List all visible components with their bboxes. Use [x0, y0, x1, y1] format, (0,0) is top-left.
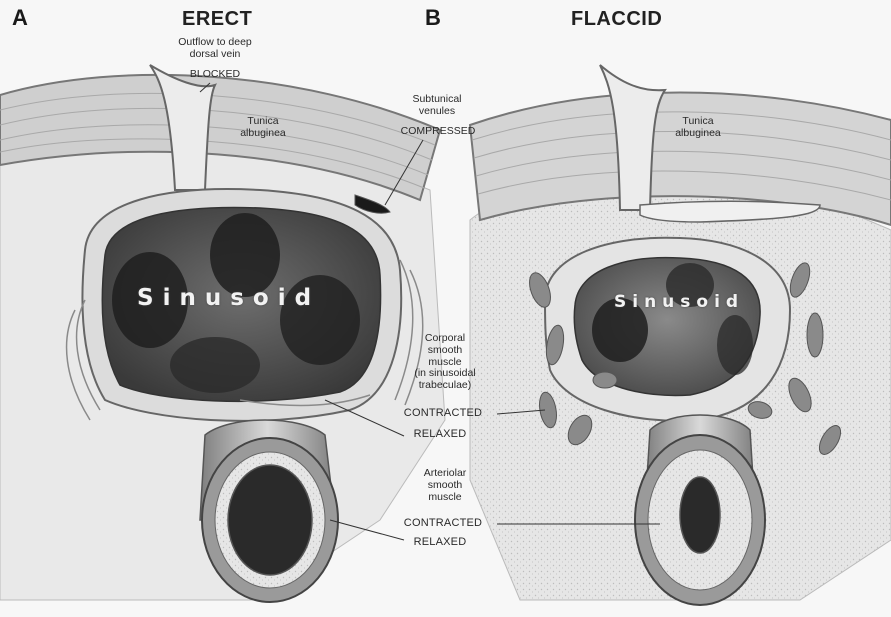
- sinusoid-label-a: Sinusoid: [137, 285, 320, 311]
- corporal-contracted-label: CONTRACTED: [388, 407, 498, 419]
- panel-a-title: ERECT: [182, 8, 252, 30]
- subtunical-label: Subtunical venules: [392, 94, 482, 118]
- tunica-label-b: Tunica albuginea: [663, 116, 733, 140]
- arteriole-lumen-a: [228, 465, 312, 575]
- arteriolar-relaxed-label: RELAXED: [400, 536, 480, 548]
- sinusoid-label-b: Sinusoid: [614, 292, 744, 312]
- arteriolar-muscle-label: Arteriolar smooth muscle: [405, 468, 485, 503]
- corporal-muscle-label: Corporal smooth muscle (in sinusoidal tr…: [395, 333, 495, 392]
- tunica-label-a: Tunica albuginea: [228, 116, 298, 140]
- panel-b-letter: B: [425, 6, 441, 31]
- outflow-state-label: BLOCKED: [175, 69, 255, 81]
- panel-a-letter: A: [12, 6, 28, 31]
- panel-b-title: FLACCID: [571, 8, 662, 30]
- corporal-relaxed-label: RELAXED: [400, 428, 480, 440]
- subtunical-state-label: COMPRESSED: [383, 126, 493, 138]
- arteriolar-contracted-label: CONTRACTED: [388, 517, 498, 529]
- panel-a-illustration: [0, 65, 445, 602]
- outflow-label: Outflow to deep dorsal vein: [160, 37, 270, 61]
- arteriole-lumen-b: [680, 477, 720, 553]
